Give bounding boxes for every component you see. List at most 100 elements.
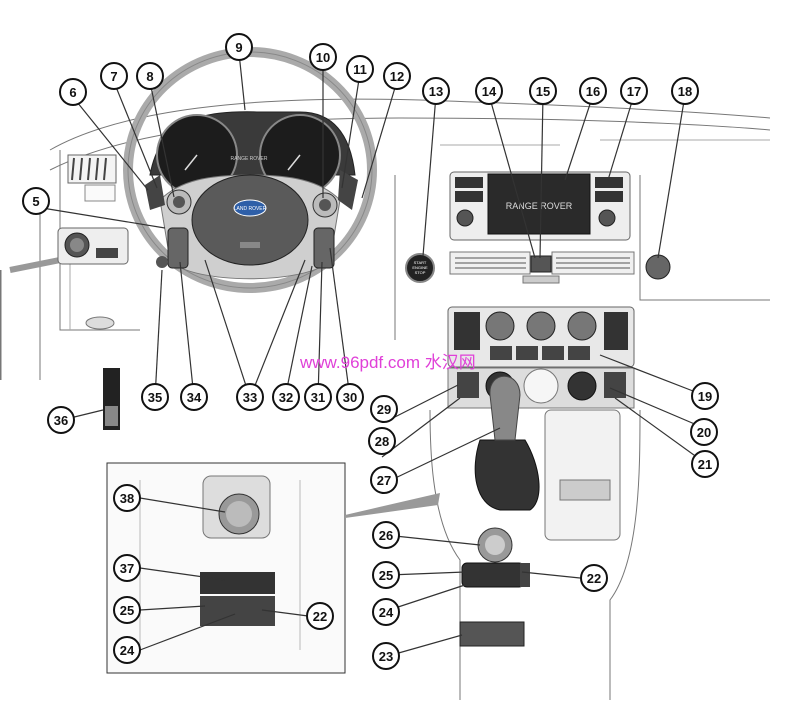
callouts: 5 6 7 8 9 10 11 12 13 14 15 16 17 18 19 … xyxy=(22,33,719,670)
lower-switch-panel xyxy=(447,367,635,409)
callout-28: 28 xyxy=(368,427,396,455)
callout-17: 17 xyxy=(620,77,648,105)
svg-text:26: 26 xyxy=(379,528,393,543)
callout-9: 9 xyxy=(225,33,253,61)
svg-text:32: 32 xyxy=(279,390,293,405)
right-spoke-controls xyxy=(312,192,338,269)
svg-text:22: 22 xyxy=(313,609,327,624)
knee-bolster-recess xyxy=(85,316,115,330)
callout-18: 18 xyxy=(671,77,699,105)
svg-text:31: 31 xyxy=(311,390,325,405)
callout-38: 38 xyxy=(113,484,141,512)
watermark-text: www.96pdf.com 水汉网 xyxy=(299,353,476,372)
svg-text:20: 20 xyxy=(697,425,711,440)
terrain-buttons xyxy=(461,562,530,588)
svg-text:9: 9 xyxy=(235,40,242,55)
callout-15: 15 xyxy=(529,77,557,105)
svg-text:33: 33 xyxy=(243,390,257,405)
indicator-stalk xyxy=(145,175,165,210)
gear-selector xyxy=(474,375,540,511)
svg-text:START: START xyxy=(414,260,427,265)
airbag-logo-label: LAND ROVER xyxy=(234,206,267,212)
svg-text:36: 36 xyxy=(54,413,68,428)
callout-13: 13 xyxy=(422,77,450,105)
callout-6: 6 xyxy=(59,78,87,106)
passenger-vent-knob xyxy=(645,254,671,280)
left-air-vent xyxy=(67,154,117,202)
land-rover-badge xyxy=(233,199,267,217)
callout-8: 8 xyxy=(136,62,164,90)
svg-text:6: 6 xyxy=(69,85,76,100)
callout-21: 21 xyxy=(691,450,719,478)
callout-24-inset: 24 xyxy=(113,636,141,664)
screen-brand-text: RANGE ROVER xyxy=(506,201,573,211)
callout-26: 26 xyxy=(372,521,400,549)
steering-wheel: LAND ROVER xyxy=(123,47,377,293)
svg-text:19: 19 xyxy=(698,389,712,404)
callout-5: 5 xyxy=(22,187,50,215)
start-stop-button: START ENGINE STOP xyxy=(405,253,435,283)
hood-release-lever xyxy=(103,368,120,430)
callout-19: 19 xyxy=(691,382,719,410)
callout-14: 14 xyxy=(475,77,503,105)
callout-27: 27 xyxy=(370,466,398,494)
callout-29: 29 xyxy=(370,395,398,423)
svg-text:12: 12 xyxy=(390,69,404,84)
column-adjust-switch xyxy=(156,256,168,268)
callout-22-inset: 22 xyxy=(306,602,334,630)
center-vents xyxy=(449,251,635,284)
cluster-brand-label: RANGE ROVER xyxy=(231,156,268,162)
svg-text:18: 18 xyxy=(678,84,692,99)
svg-text:21: 21 xyxy=(698,457,712,472)
wiper-stalk xyxy=(338,170,358,210)
callout-35: 35 xyxy=(141,383,169,411)
leader-lines xyxy=(35,52,706,657)
callout-34: 34 xyxy=(180,383,208,411)
svg-text:13: 13 xyxy=(429,84,443,99)
instrument-cluster: RANGE ROVER xyxy=(149,111,356,196)
svg-text:29: 29 xyxy=(377,402,391,417)
rotary-controller xyxy=(477,527,513,563)
svg-text:25: 25 xyxy=(379,568,393,583)
callout-23: 23 xyxy=(372,642,400,670)
svg-text:37: 37 xyxy=(120,561,134,576)
callout-31: 31 xyxy=(304,383,332,411)
svg-text:22: 22 xyxy=(587,571,601,586)
svg-text:24: 24 xyxy=(120,643,135,658)
console-storage-lid xyxy=(459,621,525,647)
callout-20: 20 xyxy=(690,418,718,446)
svg-text:10: 10 xyxy=(316,50,330,65)
svg-text:5: 5 xyxy=(32,194,39,209)
svg-text:11: 11 xyxy=(353,62,367,77)
svg-text:7: 7 xyxy=(110,69,117,84)
callout-37: 37 xyxy=(113,554,141,582)
dashboard-outline xyxy=(0,98,771,380)
callout-7: 7 xyxy=(100,62,128,90)
callout-10: 10 xyxy=(309,43,337,71)
svg-text:27: 27 xyxy=(377,473,391,488)
callout-36: 36 xyxy=(47,406,75,434)
callout-32: 32 xyxy=(272,383,300,411)
light-switch-panel xyxy=(57,227,129,265)
callout-25-inset: 25 xyxy=(113,596,141,624)
callout-33: 33 xyxy=(236,383,264,411)
callout-11: 11 xyxy=(346,55,374,83)
svg-text:15: 15 xyxy=(536,84,550,99)
callout-12: 12 xyxy=(383,62,411,90)
svg-text:STOP: STOP xyxy=(415,270,426,275)
svg-text:ENGINE: ENGINE xyxy=(412,265,428,270)
center-console xyxy=(429,409,641,700)
callout-22: 22 xyxy=(580,564,608,592)
callout-16: 16 xyxy=(579,77,607,105)
svg-text:30: 30 xyxy=(343,390,357,405)
hazard-button xyxy=(530,255,552,273)
callout-30: 30 xyxy=(336,383,364,411)
svg-text:38: 38 xyxy=(120,491,134,506)
svg-text:25: 25 xyxy=(120,603,134,618)
callout-24: 24 xyxy=(372,598,400,626)
svg-text:23: 23 xyxy=(379,649,393,664)
climate-control-panel xyxy=(447,306,635,368)
svg-text:24: 24 xyxy=(379,605,394,620)
airbag-cover xyxy=(191,174,309,266)
